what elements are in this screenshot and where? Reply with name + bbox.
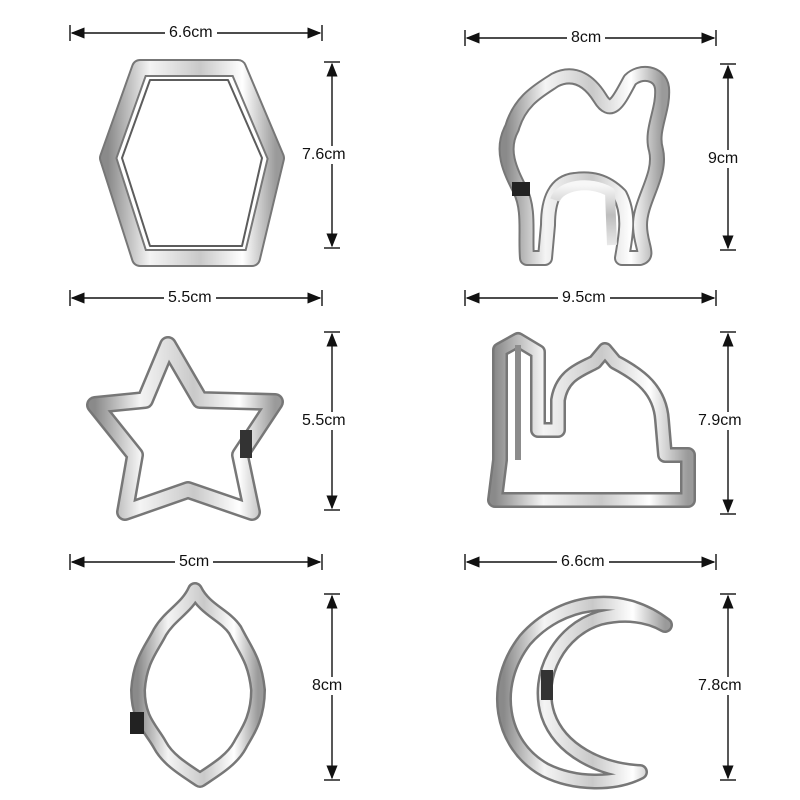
hexagon-height-label: 7.6cm xyxy=(298,146,350,164)
lantern-plaque-cutter xyxy=(130,582,266,788)
crescent-moon-cutter xyxy=(496,595,673,790)
plaque-width-label: 5cm xyxy=(175,553,214,571)
star-cutter xyxy=(86,336,284,521)
plaque-height-label: 8cm xyxy=(308,677,347,695)
moon-height-label: 7.8cm xyxy=(694,677,746,695)
star-width-label: 5.5cm xyxy=(164,289,216,307)
mosque-height-label: 7.9cm xyxy=(694,412,746,430)
mosque-cutter xyxy=(487,332,696,508)
hexagon-cutter xyxy=(99,59,285,267)
hexagon-width-label: 6.6cm xyxy=(165,24,217,42)
camel-cutter xyxy=(498,65,671,266)
moon-width-label: 6.6cm xyxy=(557,553,609,571)
mosque-width-label: 9.5cm xyxy=(558,289,610,307)
camel-height-label: 9cm xyxy=(704,150,743,168)
camel-width-label: 8cm xyxy=(567,29,606,47)
star-height-label: 5.5cm xyxy=(298,412,350,430)
